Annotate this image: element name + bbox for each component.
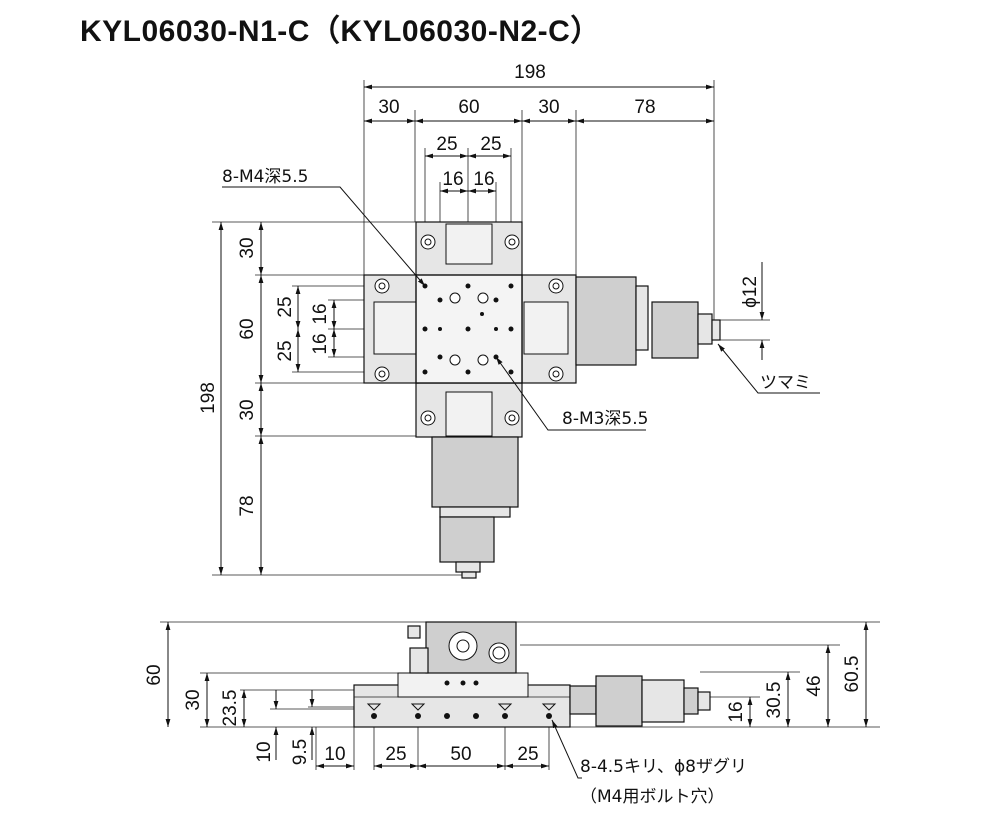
callout-bolt-holes-1: 8-4.5キリ、ϕ8ザグリ <box>580 757 747 777</box>
dim-side-10: 10 <box>254 741 275 762</box>
dim-side-60-5: 60.5 <box>842 656 863 693</box>
side-stage-body <box>353 621 711 728</box>
dim-side-10-bottom: 10 <box>324 744 345 765</box>
dim-top-30-left: 30 <box>378 97 399 118</box>
dim-left-16-a: 16 <box>310 303 331 324</box>
top-stage-body <box>363 221 721 579</box>
dim-side-9-5: 9.5 <box>290 739 311 765</box>
dim-left-30-bottom: 30 <box>237 399 258 420</box>
top-mounting-holes <box>374 234 564 426</box>
callout-m4-tapped: 8-M4深5.5 <box>222 167 308 187</box>
callout-m3-tapped: 8-M3深5.5 <box>562 409 648 429</box>
dim-side-25-a: 25 <box>385 744 406 765</box>
dim-side-60: 60 <box>144 664 165 685</box>
dim-left-overall-198: 198 <box>198 382 219 414</box>
dim-top-30-right: 30 <box>538 97 559 118</box>
dim-left-25-a: 25 <box>275 296 296 317</box>
dim-top-25-a: 25 <box>436 134 457 155</box>
dim-side-25-b: 25 <box>517 744 538 765</box>
dim-knob-diameter: ϕ12 <box>740 276 761 308</box>
callout-knob: ツマミ <box>760 373 811 393</box>
dim-side-23-5: 23.5 <box>220 690 241 727</box>
dim-left-60: 60 <box>237 318 258 339</box>
side-dim-lines <box>165 622 869 769</box>
dim-top-overall-198: 198 <box>514 62 546 83</box>
dim-side-30: 30 <box>183 689 204 710</box>
drawing-title: KYL06030-N1-C（KYL06030-N2-C） <box>80 15 601 48</box>
top-horizontal-dim-lines <box>364 84 714 194</box>
dim-left-78: 78 <box>237 495 258 516</box>
top-view: 198 30 60 30 78 25 25 16 16 198 30 60 30… <box>198 62 820 579</box>
dim-top-25-b: 25 <box>480 134 501 155</box>
callout-bolt-holes-2: （M4用ボルト穴） <box>580 787 724 807</box>
dim-top-60: 60 <box>458 97 479 118</box>
side-bolt-holes <box>366 680 557 719</box>
dim-left-16-b: 16 <box>310 333 331 354</box>
dim-left-30-top: 30 <box>237 237 258 258</box>
dim-top-16-b: 16 <box>473 169 494 190</box>
dim-side-30-5: 30.5 <box>764 682 785 719</box>
dim-side-50: 50 <box>450 744 471 765</box>
dim-side-46: 46 <box>804 675 825 696</box>
top-vertical-dim-lines <box>218 222 337 575</box>
dim-side-16: 16 <box>726 701 747 722</box>
dim-left-25-b: 25 <box>275 340 296 361</box>
dim-top-78: 78 <box>634 97 655 118</box>
dim-top-16-a: 16 <box>442 169 463 190</box>
top-tapped-holes <box>422 283 514 375</box>
side-view: 60 30 23.5 10 9.5 10 25 50 25 60.5 46 30… <box>144 621 880 807</box>
